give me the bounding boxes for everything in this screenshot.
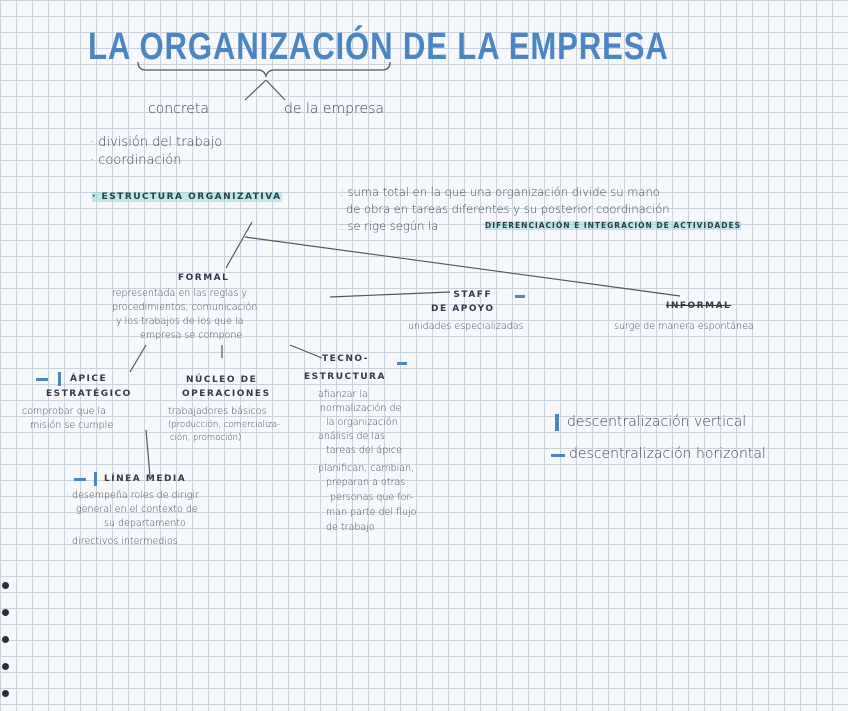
apice-marker-icon xyxy=(36,378,48,381)
vertical-marker-icon xyxy=(555,414,559,431)
linea-desc-line: su departamento xyxy=(104,518,186,529)
linea-marker-icon xyxy=(94,472,97,486)
informal-heading: INFORMAL xyxy=(666,301,732,311)
nucleo-desc-line: (producción, comercializa- xyxy=(168,420,281,430)
linea-heading: LÍNEA MEDIA xyxy=(104,474,187,484)
linea-marker-icon xyxy=(74,478,86,481)
apice-heading: ÁPICE xyxy=(70,374,108,384)
formal-heading: FORMAL xyxy=(178,273,230,283)
tecno-desc-line: la organización xyxy=(326,417,398,428)
legend-horizontal: descentralización horizontal xyxy=(569,446,766,462)
tecno-desc-line: tareas del ápice xyxy=(326,445,402,456)
binding-ring-icon xyxy=(2,609,9,616)
tecno-desc-line: preparan a otras xyxy=(326,477,406,488)
tecno-desc-line: de trabajo xyxy=(326,522,375,533)
tecno-desc-line: man parte del flujo xyxy=(326,507,417,518)
page-title: LA ORGANIZACIÓN DE LA EMPRESA xyxy=(88,26,669,68)
staff-marker-icon xyxy=(515,295,525,298)
apice-marker-icon xyxy=(58,372,61,386)
horizontal-marker-icon xyxy=(551,454,565,457)
staff-desc: unidades especializadas xyxy=(408,321,524,332)
apice-desc-line: misión se cumple xyxy=(30,420,114,431)
legend-vertical: descentralización vertical xyxy=(567,414,747,430)
binding-ring-icon xyxy=(2,690,9,697)
branch-concreta: concreta xyxy=(148,101,209,117)
apice-desc-line: comprobar que la xyxy=(22,406,106,417)
tecno-marker-icon xyxy=(397,362,407,365)
estructura-def-line: de obra en tareas diferentes y su poster… xyxy=(346,202,670,216)
formal-desc-line: empresa se compone xyxy=(140,330,243,341)
linea-desc-line: general en el contexto de xyxy=(76,504,198,515)
bullet-item: · coordinación xyxy=(90,153,182,168)
staff-heading-line: DE APOYO xyxy=(431,304,495,314)
nucleo-heading: NÚCLEO DE xyxy=(186,375,258,385)
bullet-item: · división del trabajo xyxy=(90,135,223,150)
tecno-heading: ESTRUCTURA xyxy=(304,372,386,382)
formal-desc-line: representada en las reglas y xyxy=(112,288,247,299)
branch-de-la-empresa: de la empresa xyxy=(284,101,384,117)
tecno-desc-line: normalización de xyxy=(320,403,402,414)
tecno-desc-line: · análisis de las xyxy=(312,431,385,442)
linea-desc-line: · desempeña roles de dirigir xyxy=(66,490,200,501)
binding-ring-icon xyxy=(2,636,9,643)
staff-heading: STAFF DE APOYO xyxy=(431,288,495,316)
nucleo-heading: OPERACIONES xyxy=(182,389,271,399)
binding-ring-icon xyxy=(2,663,9,670)
nucleo-desc-line: trabajadores básicos xyxy=(168,406,267,417)
formal-desc-line: procedimientos, comunicación xyxy=(112,302,258,313)
tecno-desc-line: · planifican, cambian, xyxy=(312,463,415,474)
tecno-heading: TECNO- xyxy=(322,354,369,364)
linea-desc-line: · directivos intermedios xyxy=(66,536,178,547)
estructura-def-line: : suma total en la que una organización … xyxy=(340,185,660,199)
binding-ring-icon xyxy=(2,582,9,589)
estructura-highlight: DIFERENCIACIÓN E INTEGRACIÓN DE ACTIVIDA… xyxy=(485,221,741,230)
apice-heading: ESTRATÉGICO xyxy=(46,389,132,399)
tecno-desc-line: · afianzar la xyxy=(312,389,368,400)
informal-desc: surge de manera espontánea xyxy=(614,321,754,332)
estructura-heading: · ESTRUCTURA ORGANIZATIVA xyxy=(92,192,282,202)
formal-desc-line: y los trabajos de los que la xyxy=(116,316,244,327)
staff-heading-line: STAFF xyxy=(453,290,493,300)
nucleo-desc-line: ción, promoción) xyxy=(170,433,242,443)
estructura-def-line: : se rige según la xyxy=(340,219,439,233)
tecno-desc-line: personas que for- xyxy=(330,492,414,503)
